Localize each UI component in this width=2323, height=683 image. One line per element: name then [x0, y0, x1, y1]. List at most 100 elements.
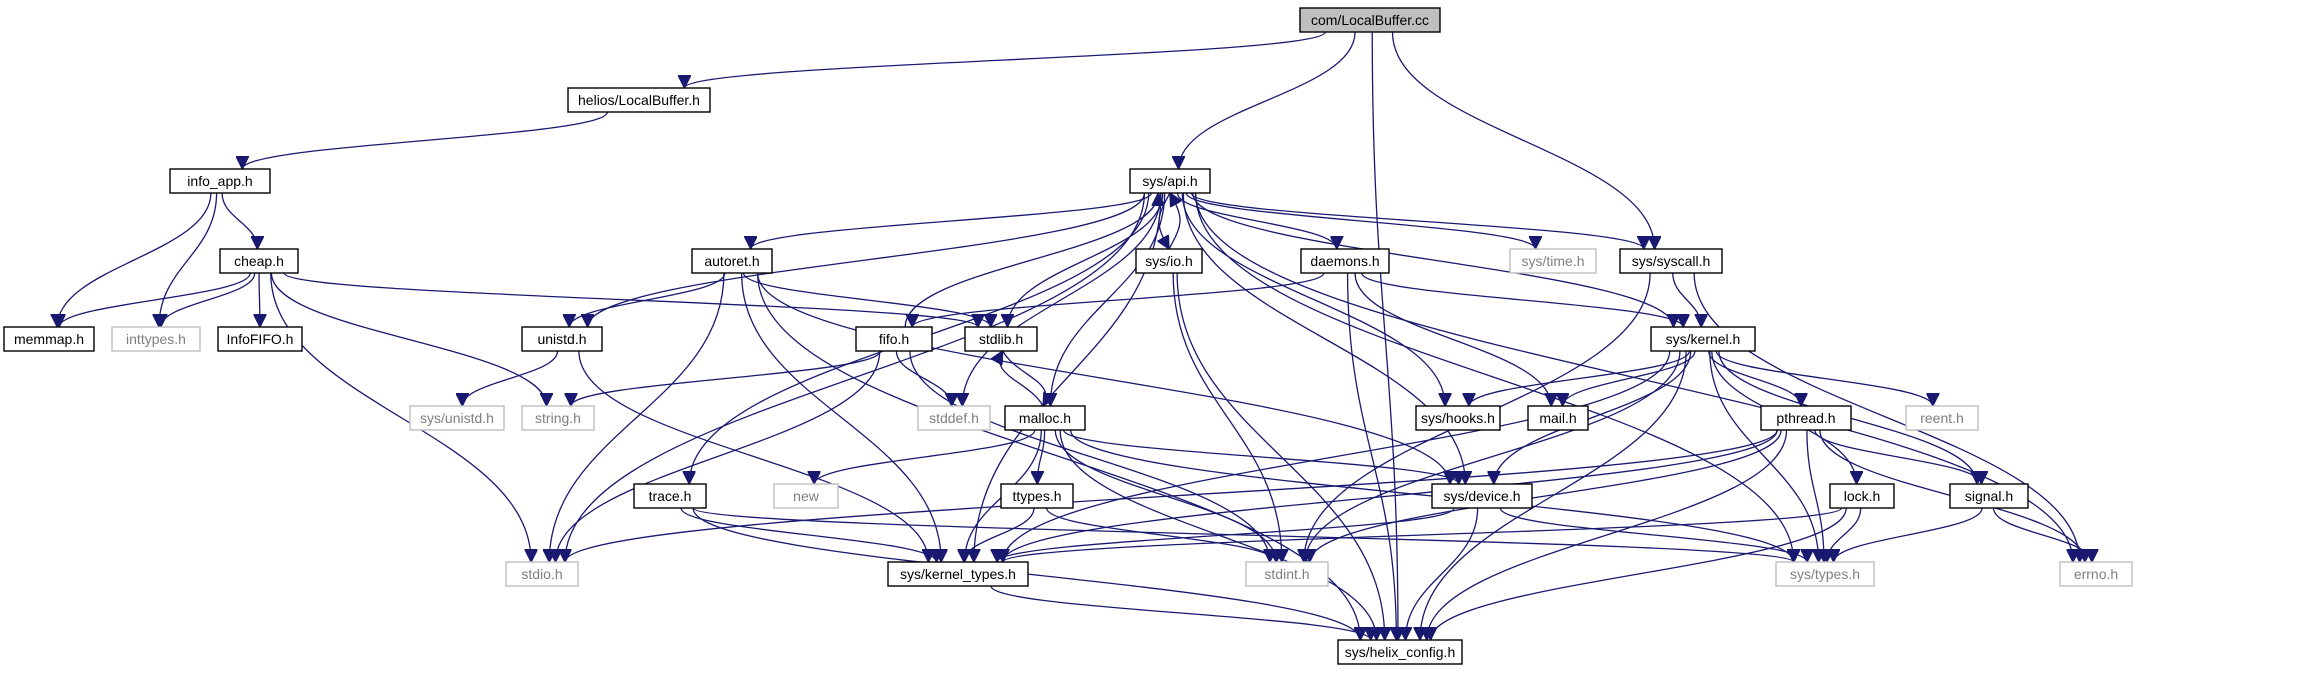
edge-api-to-stdio [565, 192, 1146, 562]
node-box-syscall[interactable] [1619, 248, 1723, 274]
node-stdio[interactable]: stdio.h [505, 561, 579, 587]
edge-api-to-malloc [1050, 192, 1166, 406]
node-label-memmap: memmap.h [14, 331, 84, 347]
node-box-errno[interactable] [2059, 561, 2133, 587]
node-box-trace[interactable] [633, 483, 707, 509]
edge-device-to-helix_config [1405, 507, 1479, 640]
node-box-infofifo[interactable] [217, 326, 303, 352]
node-box-string[interactable] [521, 405, 595, 431]
edge-ttypes-to-stdint [1045, 507, 1276, 563]
node-box-stdint[interactable] [1245, 561, 1329, 587]
node-box-fifo[interactable] [855, 326, 933, 352]
node-syscall[interactable]: sys/syscall.h [1619, 248, 1723, 274]
edge-unistd-to-kernel_types [578, 350, 929, 562]
node-malloc[interactable]: malloc.h [1004, 405, 1086, 431]
node-label-info_app: info_app.h [187, 173, 252, 189]
node-info_app[interactable]: info_app.h [169, 168, 271, 194]
node-trace[interactable]: trace.h [633, 483, 707, 509]
node-box-stdlib[interactable] [964, 326, 1038, 352]
node-types[interactable]: sys/types.h [1775, 561, 1875, 587]
edge-root-to-helix_config [1371, 31, 1398, 640]
edge-syscall-to-kernel [1672, 272, 1701, 328]
node-inttypes[interactable]: inttypes.h [111, 326, 201, 352]
node-box-sys_time[interactable] [1509, 248, 1597, 274]
node-box-memmap[interactable] [3, 326, 95, 352]
node-string[interactable]: string.h [521, 405, 595, 431]
node-mail[interactable]: mail.h [1527, 405, 1589, 431]
node-errno[interactable]: errno.h [2059, 561, 2133, 587]
edge-info_app-to-memmap [57, 192, 212, 327]
edge-api-to-device [1182, 192, 1465, 484]
node-ttypes[interactable]: ttypes.h [1000, 483, 1074, 509]
node-box-stddef[interactable] [917, 405, 991, 431]
node-box-stdio[interactable] [505, 561, 579, 587]
edge-pthread-to-stdint [1310, 429, 1782, 562]
edge-ttypes-to-kernel_types [964, 507, 1035, 563]
node-box-malloc[interactable] [1004, 405, 1086, 431]
node-box-new[interactable] [773, 483, 839, 509]
edge-layer [57, 31, 2092, 641]
node-sys_unistd[interactable]: sys/unistd.h [409, 405, 505, 431]
node-box-daemons[interactable] [1300, 248, 1390, 274]
edge-helios-to-info_app [242, 111, 608, 170]
node-sys_io[interactable]: sys/io.h [1135, 248, 1203, 274]
node-box-device[interactable] [1431, 483, 1533, 509]
node-box-types[interactable] [1775, 561, 1875, 587]
edge-api-to-sys_time [1185, 192, 1535, 250]
node-box-autoret[interactable] [691, 248, 773, 274]
node-pthread[interactable]: pthread.h [1760, 405, 1852, 431]
node-autoret[interactable]: autoret.h [691, 248, 773, 274]
node-kernel[interactable]: sys/kernel.h [1650, 326, 1756, 352]
node-box-sys_io[interactable] [1135, 248, 1203, 274]
node-api[interactable]: sys/api.h [1129, 168, 1211, 194]
node-infofifo[interactable]: InfoFIFO.h [217, 326, 303, 352]
node-box-unistd[interactable] [521, 326, 603, 352]
edge-cheap-to-stdio [270, 272, 531, 562]
node-helix_config[interactable]: sys/helix_config.h [1337, 639, 1463, 665]
node-kernel_types[interactable]: sys/kernel_types.h [887, 561, 1029, 587]
node-helios[interactable]: helios/LocalBuffer.h [567, 87, 711, 113]
node-cheap[interactable]: cheap.h [219, 248, 299, 274]
node-reent[interactable]: reent.h [1905, 405, 1979, 431]
node-label-malloc: malloc.h [1019, 410, 1071, 426]
node-new[interactable]: new [773, 483, 839, 509]
node-fifo[interactable]: fifo.h [855, 326, 933, 352]
node-hooks[interactable]: sys/hooks.h [1415, 405, 1501, 431]
node-box-info_app[interactable] [169, 168, 271, 194]
node-stddef[interactable]: stddef.h [917, 405, 991, 431]
node-label-signal: signal.h [1965, 488, 2013, 504]
node-unistd[interactable]: unistd.h [521, 326, 603, 352]
node-box-root[interactable] [1299, 7, 1441, 33]
node-label-fifo: fifo.h [879, 331, 909, 347]
node-box-reent[interactable] [1905, 405, 1979, 431]
edge-device-to-kernel_types [997, 507, 1455, 563]
node-box-helios[interactable] [567, 87, 711, 113]
node-root[interactable]: com/LocalBuffer.cc [1299, 7, 1441, 33]
node-sys_time[interactable]: sys/time.h [1509, 248, 1597, 274]
node-box-ttypes[interactable] [1000, 483, 1074, 509]
node-device[interactable]: sys/device.h [1431, 483, 1533, 509]
node-box-cheap[interactable] [219, 248, 299, 274]
node-box-pthread[interactable] [1760, 405, 1852, 431]
node-box-signal[interactable] [1949, 483, 2029, 509]
node-box-mail[interactable] [1527, 405, 1589, 431]
node-lock[interactable]: lock.h [1829, 483, 1895, 509]
node-box-kernel[interactable] [1650, 326, 1756, 352]
edge-api-to-types [1194, 192, 1794, 562]
node-box-inttypes[interactable] [111, 326, 201, 352]
node-box-api[interactable] [1129, 168, 1211, 194]
node-label-stdio: stdio.h [521, 566, 562, 582]
edge-sys_io-to-api [1168, 193, 1180, 250]
node-daemons[interactable]: daemons.h [1300, 248, 1390, 274]
node-label-cheap: cheap.h [234, 253, 284, 269]
node-stdlib[interactable]: stdlib.h [964, 326, 1038, 352]
node-stdint[interactable]: stdint.h [1245, 561, 1329, 587]
node-box-helix_config[interactable] [1337, 639, 1463, 665]
node-memmap[interactable]: memmap.h [3, 326, 95, 352]
node-box-hooks[interactable] [1415, 405, 1501, 431]
node-box-kernel_types[interactable] [887, 561, 1029, 587]
node-box-lock[interactable] [1829, 483, 1895, 509]
node-box-sys_unistd[interactable] [409, 405, 505, 431]
node-signal[interactable]: signal.h [1949, 483, 2029, 509]
node-label-stddef: stddef.h [929, 410, 979, 426]
